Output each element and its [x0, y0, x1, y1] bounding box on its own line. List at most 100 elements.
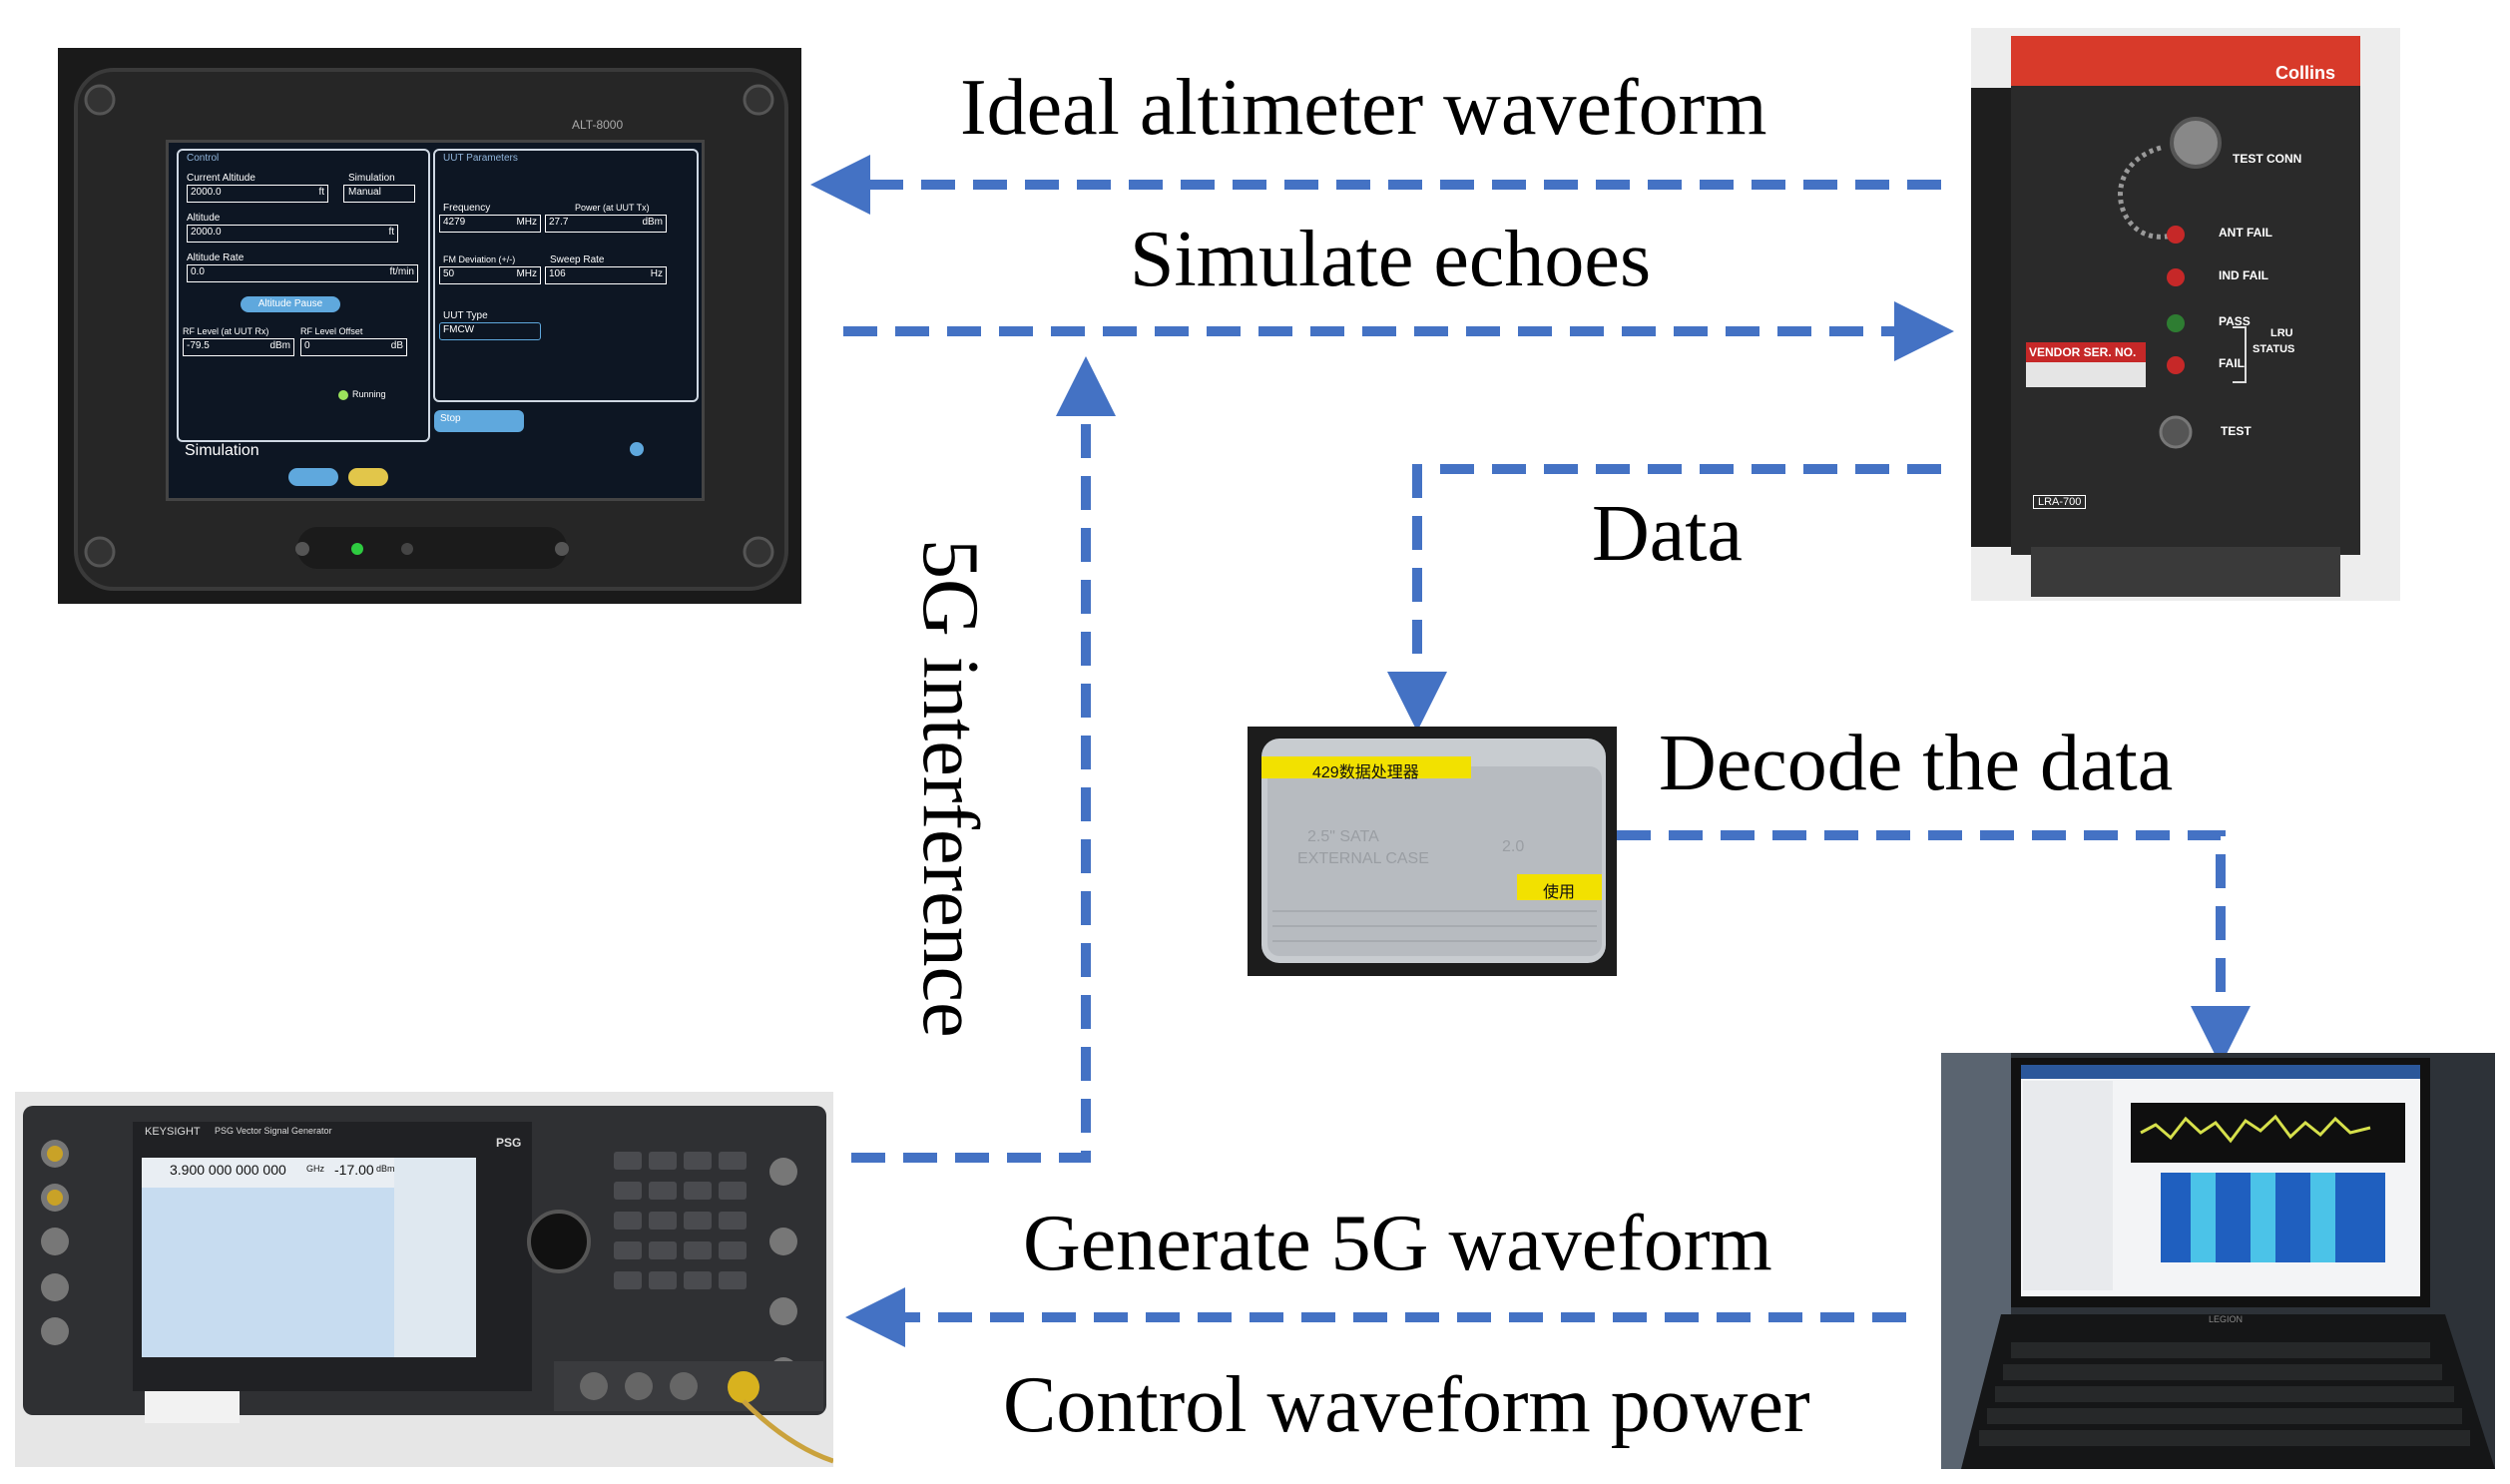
fm-deviation-field[interactable]: 50 MHz [439, 266, 541, 284]
label-generate-waveform: Generate 5G waveform [1023, 1200, 1772, 1287]
generator-amplitude-unit: dBm [376, 1164, 395, 1174]
frequency-field[interactable]: 4279 MHz [439, 215, 541, 233]
altitude-unit: ft [388, 227, 394, 238]
lock-button-icon[interactable] [348, 468, 388, 486]
laptop-brand: LEGION [2209, 1314, 2244, 1324]
sweep-rate-value: 106 [549, 268, 566, 279]
altitude-rate-unit: ft/min [389, 266, 414, 277]
power-label: Power (at UUT Tx) [575, 203, 650, 213]
altimeter-test-label: TEST [2221, 424, 2252, 438]
fm-deviation-unit: MHz [516, 268, 537, 279]
label-ideal-waveform: Ideal altimeter waveform [960, 64, 1767, 152]
laptop-device-image [1941, 1053, 2495, 1469]
altitude-rate-value: 0.0 [191, 266, 205, 277]
sweep-rate-unit: Hz [650, 268, 663, 279]
photo-signal-generator: KEYSIGHT PSG Vector Signal Generator PSG… [15, 1092, 833, 1467]
generator-title: PSG Vector Signal Generator [215, 1126, 332, 1136]
rf-level-label: RF Level (at UUT Rx) [183, 326, 269, 336]
label-control-power: Control waveform power [1003, 1361, 1810, 1449]
altitude-rate-label: Altitude Rate [187, 252, 245, 263]
sweep-rate-label: Sweep Rate [550, 254, 605, 265]
label-data: Data [1592, 490, 1744, 578]
running-indicator-icon [338, 390, 348, 400]
interference-arrow [851, 356, 1116, 1163]
rf-offset-field[interactable]: 0 dB [300, 338, 407, 356]
uut-panel-title: UUT Parameters [443, 153, 518, 164]
altimeter-model-label: LRA-700 [2033, 495, 2087, 509]
processor-usb-label: 2.0 [1502, 838, 1525, 855]
power-field[interactable]: 27.7 dBm [545, 215, 667, 233]
generator-brand: KEYSIGHT [145, 1126, 201, 1138]
generator-frequency-unit: GHz [306, 1164, 324, 1174]
processor-device-image [1248, 727, 1617, 976]
altimeter-status-label: STATUS [2253, 343, 2295, 355]
rf-offset-value: 0 [304, 340, 310, 351]
rf-offset-label: RF Level Offset [300, 326, 363, 336]
altimeter-device-image [1971, 28, 2400, 601]
photo-data-processor: 429数据处理器 2.5" SATA EXTERNAL CASE 2.0 使用 [1248, 727, 1617, 976]
simulation-mode-label: Simulation [348, 173, 395, 184]
altimeter-ant-fail-label: ANT FAIL [2219, 226, 2272, 240]
data-arrow [1387, 464, 1941, 732]
tester-model-label: ALT-8000 [572, 118, 624, 132]
altitude-value: 2000.0 [191, 227, 222, 238]
current-altitude-label: Current Altitude [187, 173, 255, 184]
label-5g-interference: 5G interference [906, 539, 994, 1038]
simulation-mode-field[interactable]: Manual [343, 185, 415, 203]
simulation-footer-title: Simulation [185, 442, 259, 459]
decode-arrow [1617, 830, 2251, 1066]
rf-level-unit: dBm [269, 340, 290, 351]
stop-button[interactable]: Stop [434, 410, 524, 432]
control-panel-title: Control [187, 153, 220, 164]
altitude-pause-button[interactable]: Altitude Pause [241, 296, 340, 312]
rf-offset-unit: dB [390, 340, 403, 351]
current-altitude-unit: ft [318, 187, 324, 198]
frequency-unit: MHz [516, 217, 537, 228]
running-label: Running [352, 389, 386, 399]
generator-device-image [15, 1092, 833, 1467]
current-altitude-value: 2000.0 [191, 187, 222, 198]
sweep-rate-field[interactable]: 106 Hz [545, 266, 667, 284]
fm-deviation-value: 50 [443, 268, 455, 279]
altimeter-pass-label: PASS [2219, 314, 2251, 328]
frequency-value: 4279 [443, 217, 466, 228]
rf-level-field[interactable]: -79.5 dBm [183, 338, 294, 356]
processor-sticker: 使用 [1543, 884, 1576, 901]
generator-frequency: 3.900 000 000 000 [170, 1162, 286, 1178]
frequency-label: Frequency [443, 203, 491, 214]
generator-amplitude: -17.00 [334, 1162, 374, 1178]
uut-type-label: UUT Type [443, 310, 488, 321]
altimeter-vendor-label: VENDOR SER. NO. [2029, 345, 2137, 359]
altitude-field[interactable]: 2000.0 ft [187, 225, 398, 243]
altitude-rate-field[interactable]: 0.0 ft/min [187, 264, 418, 282]
simulation-mode-value: Manual [348, 187, 381, 198]
home-button-icon[interactable] [288, 468, 338, 486]
photo-radio-altimeter: Collins TEST CONN ANT FAIL IND FAIL PASS… [1971, 28, 2400, 601]
power-unit: dBm [642, 217, 663, 228]
control-panel: Control Current Altitude 2000.0 ft Simul… [177, 149, 430, 442]
processor-line1: 2.5" SATA [1307, 828, 1379, 845]
fm-deviation-label: FM Deviation (+/-) [443, 254, 516, 264]
processor-tag: 429数据处理器 [1312, 764, 1419, 781]
uut-type-value: FMCW [443, 324, 475, 335]
altimeter-brand: Collins [2275, 63, 2336, 83]
uut-panel: UUT Parameters Frequency 4279 MHz Power … [433, 149, 699, 402]
settings-icon[interactable] [630, 442, 644, 456]
photo-laptop: LEGION [1941, 1053, 2495, 1469]
generator-badge: PSG [496, 1136, 522, 1150]
altitude-label: Altitude [187, 213, 221, 224]
stop-button-label: Stop [440, 413, 461, 424]
altimeter-lru-label: LRU [2270, 327, 2293, 339]
label-decode-data: Decode the data [1659, 720, 2174, 807]
altimeter-ind-fail-label: IND FAIL [2219, 268, 2268, 282]
photo-altimeter-tester: ALT-8000 Control Current Altitude 2000.0… [58, 48, 801, 604]
label-simulate-echoes: Simulate echoes [1130, 216, 1652, 303]
rf-level-value: -79.5 [187, 340, 210, 351]
altimeter-fail-label: FAIL [2219, 356, 2245, 370]
power-value: 27.7 [549, 217, 569, 228]
processor-line2: EXTERNAL CASE [1297, 850, 1429, 867]
current-altitude-field[interactable]: 2000.0 ft [187, 185, 328, 203]
uut-type-field[interactable]: FMCW [439, 322, 541, 340]
altimeter-test-conn-label: TEST CONN [2233, 152, 2302, 166]
tester-screen: Control Current Altitude 2000.0 ft Simul… [166, 140, 705, 501]
